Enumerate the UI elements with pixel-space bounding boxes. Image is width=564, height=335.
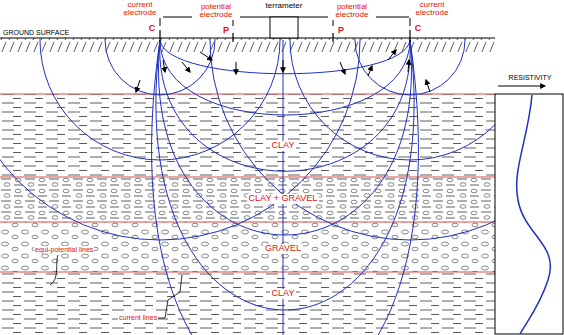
- resistivity-panel: [495, 94, 563, 334]
- resistivity-axis: [498, 86, 545, 87]
- field-lines: [0, 39, 495, 335]
- current-arrows: [136, 50, 430, 92]
- soil-layer: CLAY: [0, 94, 495, 177]
- electrode-letter: P: [222, 26, 230, 35]
- electrode-letter: P: [337, 26, 345, 35]
- clay-layer: [0, 272, 495, 335]
- ground-surface-line: [0, 38, 495, 39]
- electrode-letter: C: [148, 24, 157, 33]
- axis-label: RESISTIVITY: [508, 74, 553, 81]
- layer-boundaries: [0, 94, 495, 272]
- soil-layer: CLAY + GRAVEL: [0, 177, 495, 222]
- electrode-label: current electrode: [409, 1, 455, 18]
- gravel-layer: [0, 222, 495, 272]
- ground-hatching: [0, 38, 495, 52]
- clay-layer: [0, 94, 495, 177]
- leader-line: [50, 255, 58, 285]
- clay-gravel-layer: [0, 177, 495, 222]
- soil-layer: CLAY: [0, 272, 495, 335]
- electrode-label: potential electrode: [192, 3, 240, 20]
- layer-name: CLAY: [270, 289, 297, 299]
- line-label: equi-potential lines: [34, 246, 94, 253]
- leader-line: [150, 275, 182, 318]
- layer-name: CLAY + GRAVEL: [247, 194, 320, 204]
- layer-name: CLAY: [270, 141, 297, 151]
- surface-label: GROUND SURFACE: [2, 29, 70, 36]
- electrode-label: potential electrode: [328, 3, 376, 20]
- layer-name: GRAVEL: [263, 244, 303, 254]
- resistivity-curve: [517, 95, 551, 334]
- line-label: current lines: [118, 314, 158, 321]
- electrode-label: current electrode: [117, 1, 163, 18]
- terrameter-bracket: [160, 17, 410, 38]
- instrument-label: terrameter: [265, 2, 304, 10]
- electrode-letter: C: [414, 24, 423, 33]
